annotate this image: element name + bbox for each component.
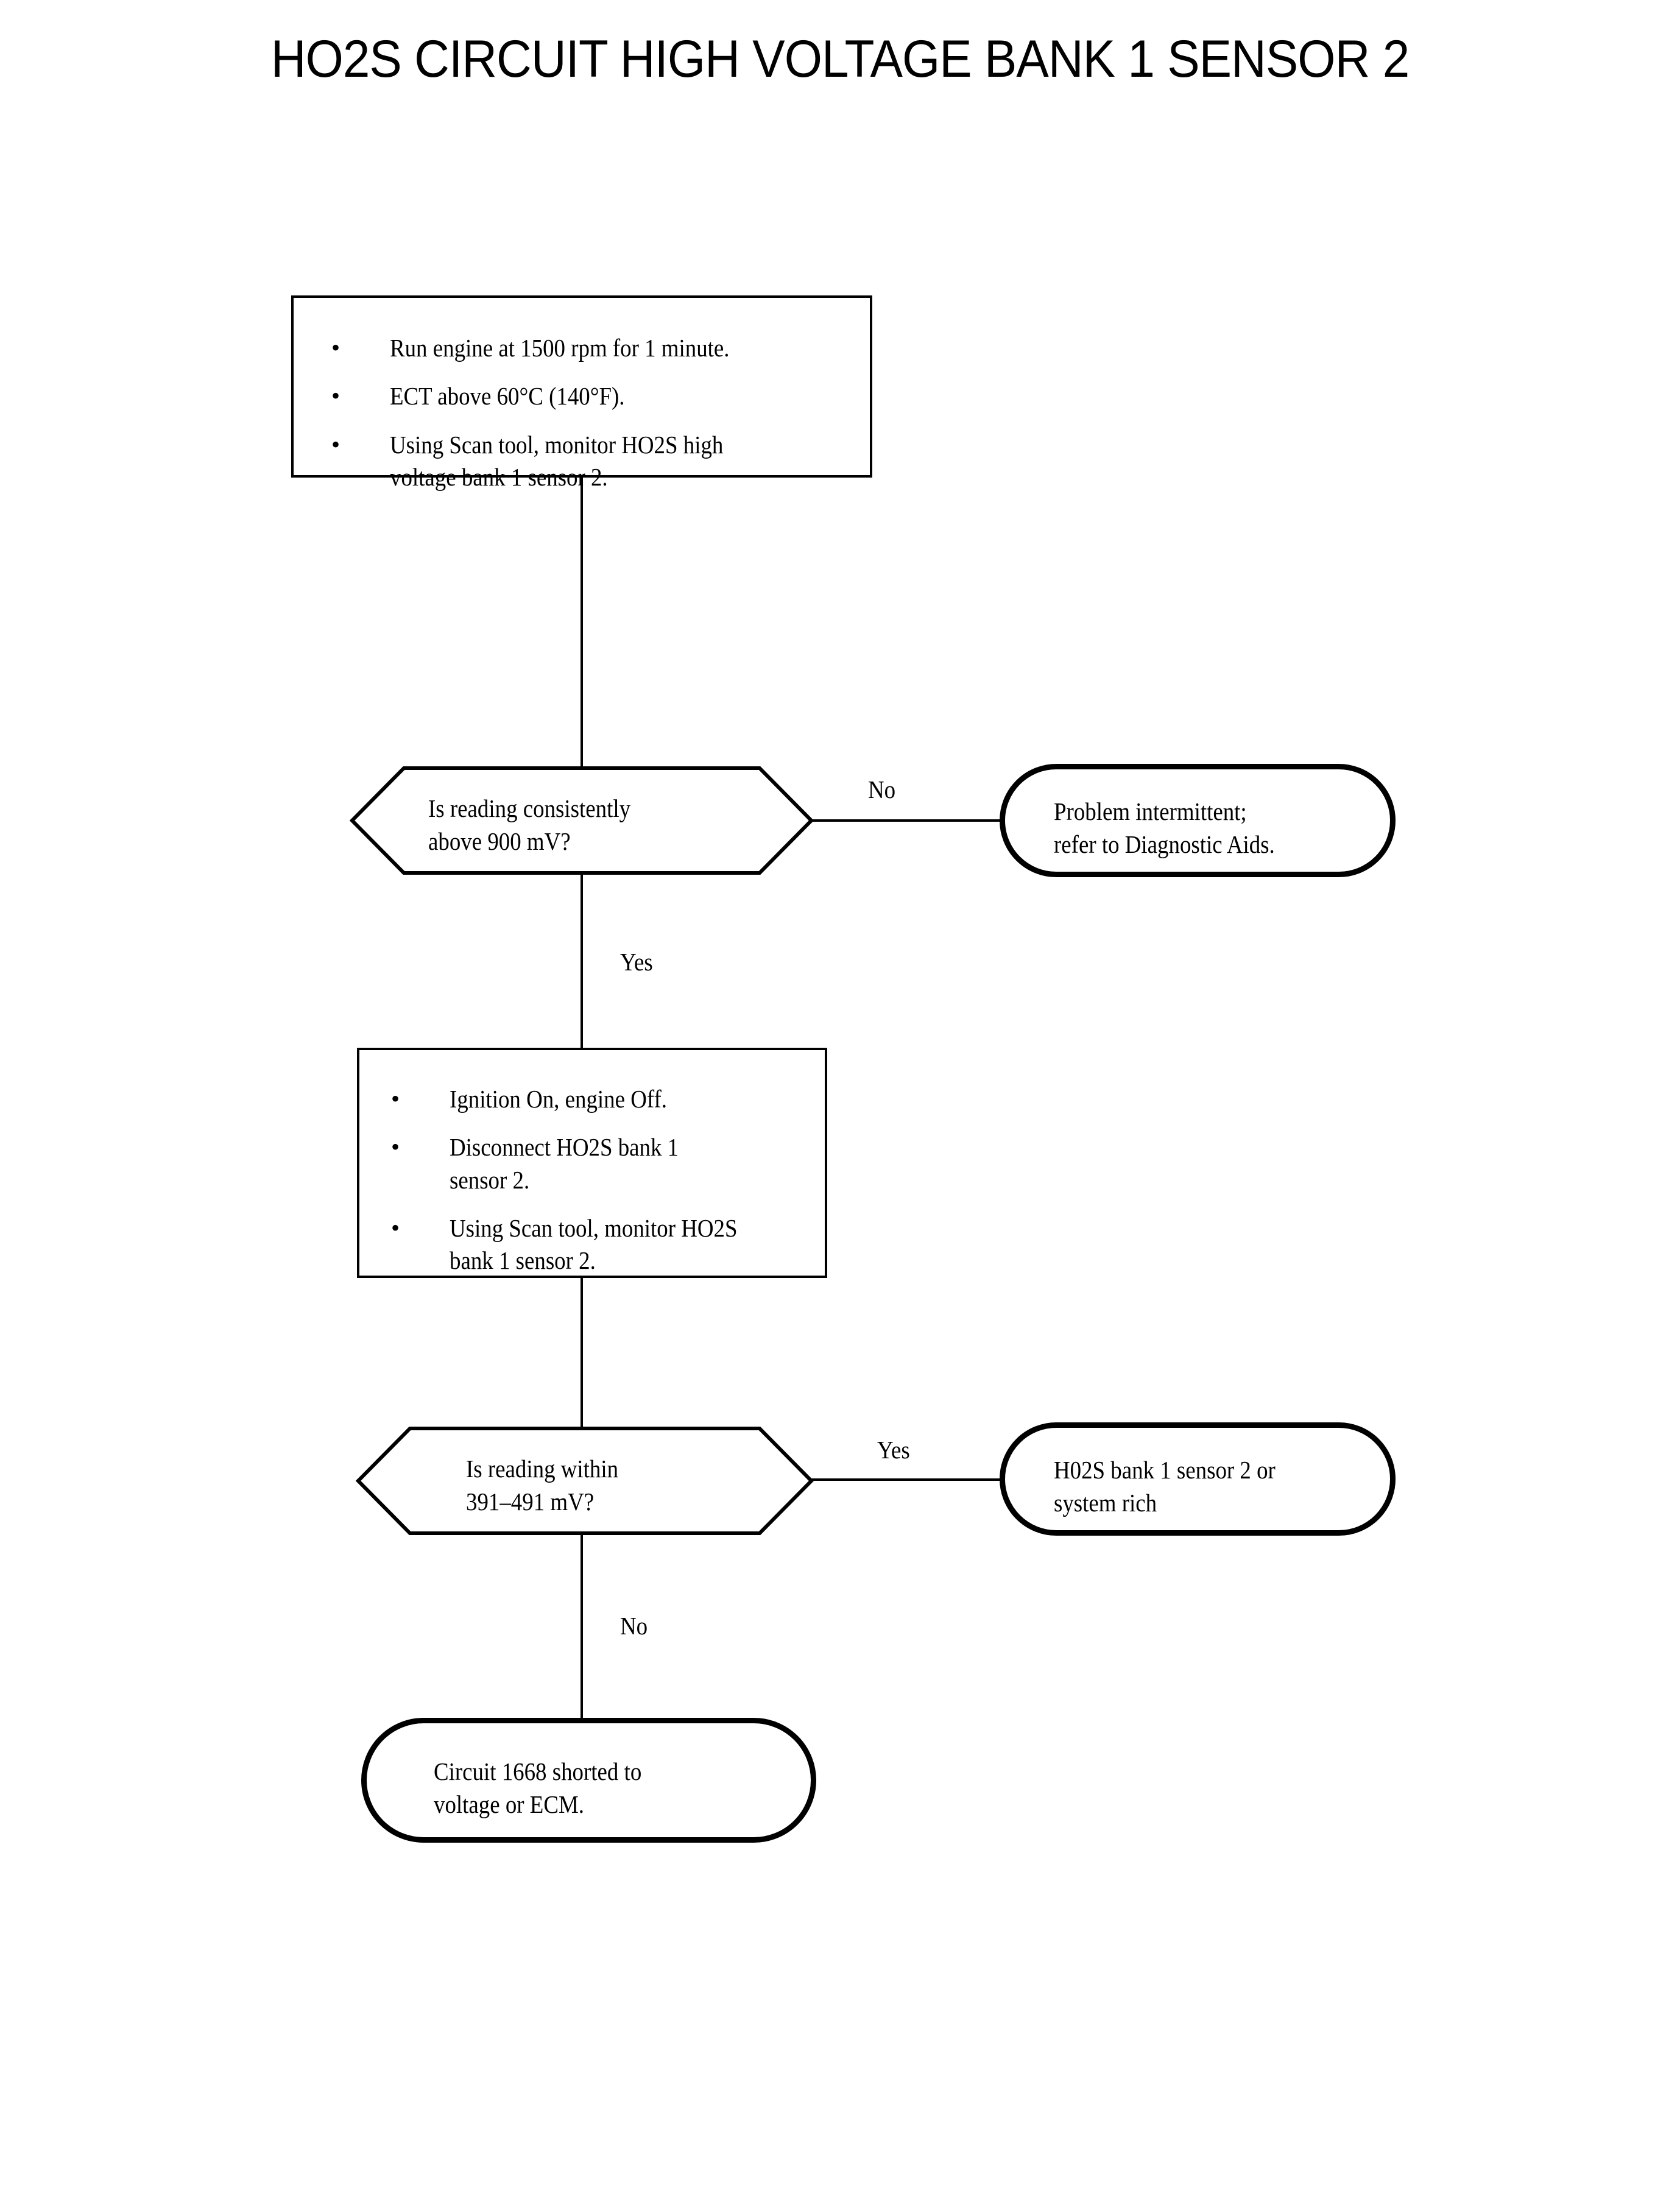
decision-1-shape (349, 766, 814, 875)
decision-node-1: Is reading consistently above 900 mV? (349, 766, 814, 875)
step1-bullet-list: • Run engine at 1500 rpm for 1 minute. •… (294, 298, 870, 509)
terminator-outcome-3: Circuit 1668 shorted to voltage or ECM. (361, 1718, 816, 1843)
list-item: • Ignition On, engine Off. (391, 1083, 806, 1115)
step2-bullet-list: • Ignition On, engine Off. • Disconnect … (359, 1050, 825, 1293)
bullet-icon: • (391, 1213, 400, 1241)
list-item: • Disconnect HO2S bank 1 sensor 2. (391, 1131, 806, 1196)
list-item-label: Using Scan tool, monitor HO2S high volta… (390, 430, 724, 491)
bullet-icon: • (331, 430, 341, 458)
terminator-outcome-1: Problem intermittent; refer to Diagnosti… (1000, 764, 1396, 877)
process-box-step1: • Run engine at 1500 rpm for 1 minute. •… (291, 295, 872, 491)
connector-decision2-yes (811, 1478, 1001, 1481)
list-item: • ECT above 60°C (140°F). (331, 380, 845, 412)
list-item-label: ECT above 60°C (140°F). (390, 382, 625, 411)
terminator-outcome-1-label: Problem intermittent; refer to Diagnosti… (1054, 797, 1275, 859)
branch-label-decision1-no: No (868, 775, 896, 803)
bullet-icon: • (331, 382, 341, 410)
list-item: • Run engine at 1500 rpm for 1 minute. (331, 332, 845, 364)
connector-decision1-yes (581, 872, 583, 1049)
decision-2-label: Is reading within 391–491 mV? (466, 1455, 619, 1516)
list-item: • Using Scan tool, monitor HO2S bank 1 s… (391, 1212, 806, 1277)
decision-1-label: Is reading consistently above 900 mV? (428, 794, 631, 856)
decision-2-shape (355, 1427, 814, 1535)
list-item-label: Using Scan tool, monitor HO2S bank 1 sen… (450, 1213, 738, 1275)
list-item-label: Ignition On, engine Off. (450, 1085, 667, 1113)
branch-label-decision2-yes: Yes (877, 1436, 910, 1464)
branch-label-decision1-yes: Yes (620, 948, 653, 976)
list-item-label: Run engine at 1500 rpm for 1 minute. (390, 334, 730, 362)
bullet-icon: • (391, 1085, 400, 1112)
bullet-icon: • (331, 334, 341, 361)
page-title: HO2S CIRCUIT HIGH VOLTAGE BANK 1 SENSOR … (270, 30, 1410, 88)
connector-decision1-no (811, 819, 1001, 822)
list-item: • Using Scan tool, monitor HO2S high vol… (331, 429, 845, 494)
connector-step2-to-decision2 (581, 1278, 583, 1429)
connector-decision2-no (581, 1533, 583, 1719)
terminator-outcome-3-label: Circuit 1668 shorted to voltage or ECM. (434, 1757, 642, 1819)
branch-label-decision2-no: No (620, 1612, 648, 1640)
connector-step1-to-decision1 (581, 478, 583, 769)
list-item-label: Disconnect HO2S bank 1 sensor 2. (450, 1133, 679, 1194)
bullet-icon: • (391, 1133, 400, 1161)
decision-node-2: Is reading within 391–491 mV? (355, 1427, 814, 1535)
process-box-step2: • Ignition On, engine Off. • Disconnect … (357, 1048, 827, 1278)
terminator-outcome-2-label: H02S bank 1 sensor 2 or system rich (1054, 1456, 1276, 1517)
terminator-outcome-2: H02S bank 1 sensor 2 or system rich (1000, 1422, 1396, 1536)
